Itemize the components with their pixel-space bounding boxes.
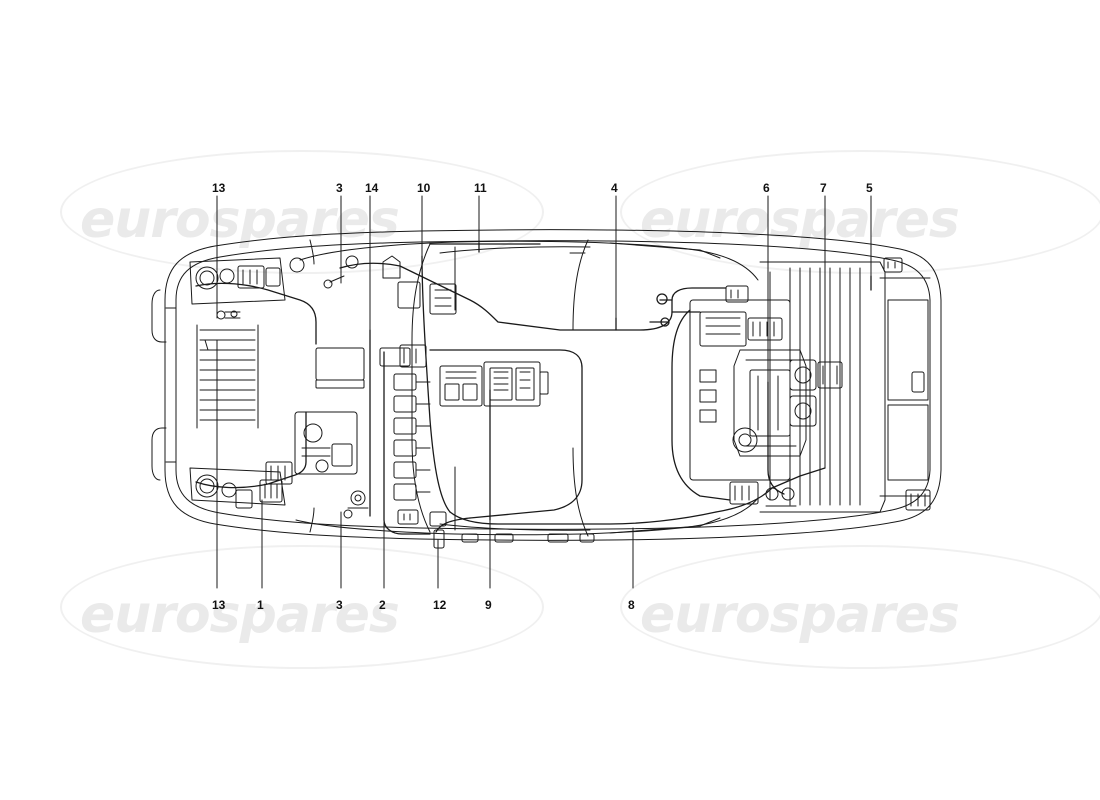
- callout-label-12-bottom: 12: [433, 598, 447, 612]
- callout-label-7-top: 7: [820, 181, 827, 195]
- callout-label-11-top: 11: [474, 181, 487, 195]
- cabin-components: [265, 255, 595, 549]
- callout-label-8-bottom: 8: [628, 598, 635, 612]
- callout-label-9-bottom: 9: [485, 598, 492, 612]
- callout-label-5-top: 5: [866, 181, 873, 195]
- callout-label-3-top: 3: [336, 181, 343, 195]
- callout-label-10-top: 10: [417, 181, 431, 195]
- callout-label-2-bottom: 2: [379, 598, 386, 612]
- engine-bay-components: [689, 257, 931, 511]
- callout-label-14-top: 14: [365, 181, 379, 195]
- callout-label-1-bottom: 1: [257, 598, 264, 612]
- callout-label-3-bottom: 3: [336, 598, 343, 612]
- callout-leader-lines: [216, 195, 872, 589]
- callout-label-6-top: 6: [763, 181, 770, 195]
- callout-label-13-bottom: 13: [212, 598, 226, 612]
- callout-label-13-top: 13: [212, 181, 226, 195]
- callout-label-4-top: 4: [611, 181, 618, 195]
- car-body-outline: [151, 229, 942, 541]
- front-compartment: [189, 257, 305, 509]
